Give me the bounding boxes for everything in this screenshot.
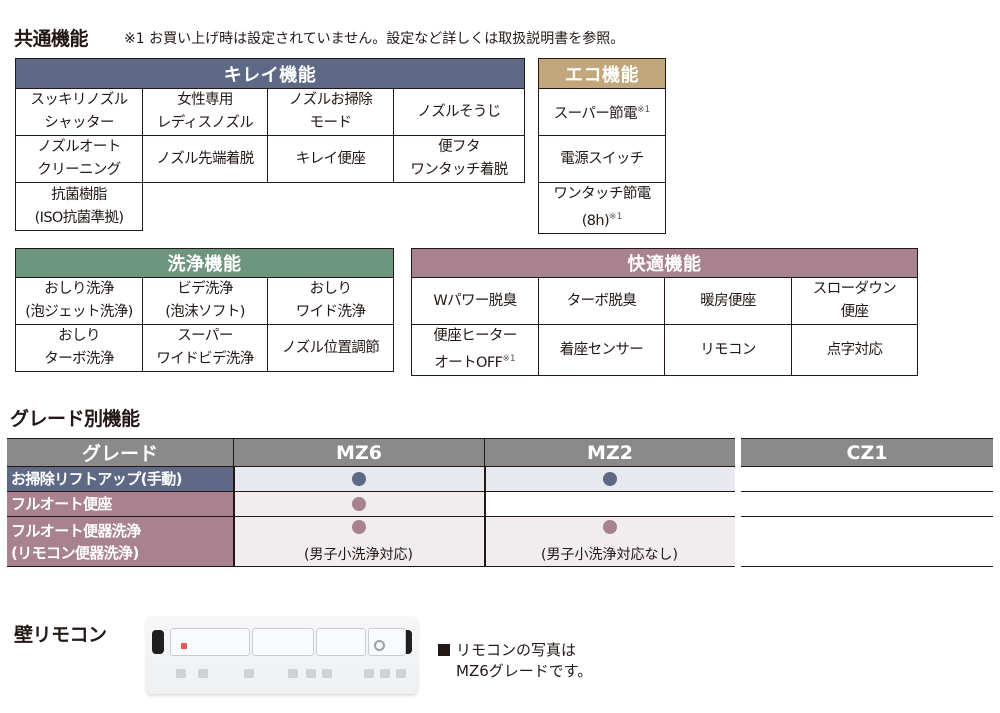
grade-section-title: グレード別機能: [10, 408, 140, 430]
remote-panel-wash: [252, 628, 314, 656]
available-dot-icon: [602, 519, 617, 534]
grade-value-cell: [741, 517, 993, 567]
feature-cell: ワンタッチ節電 (8h)※1: [538, 182, 666, 234]
grade-column-mz2: MZ2: [484, 438, 735, 467]
feature-cell: ターボ脱臭: [538, 277, 665, 325]
available-dot-icon: [351, 472, 366, 486]
grade-row-label: お掃除リフトアップ(手動): [7, 467, 233, 492]
remote-grip-left: [152, 630, 164, 654]
feature-cell: 電源スイッチ: [538, 135, 666, 183]
kaiteki-header: 快適機能: [411, 248, 918, 278]
remote-panel-adjust: [316, 628, 366, 656]
grade-value-cell: [233, 492, 484, 517]
kirei-function-table: キレイ機能 スッキリノズル シャッター 女性専用 レディスノズル ノズルお掃除 …: [15, 58, 525, 231]
grade-value-cell: [233, 467, 484, 492]
remote-caption: リモコンの写真は MZ6グレードです。: [438, 640, 592, 682]
grade-value-cell: [741, 492, 993, 517]
available-dot-icon: [351, 519, 366, 534]
stop-indicator-icon: [181, 643, 187, 649]
feature-cell: ノズル先端着脱: [142, 135, 268, 183]
feature-cell: ノズル位置調節: [267, 324, 394, 372]
common-functions-title: 共通機能: [14, 28, 89, 50]
grade-value-note: (男子小洗浄対応なし): [541, 546, 678, 563]
feature-cell: リモコン: [664, 324, 792, 376]
available-dot-icon: [351, 497, 366, 511]
grade-value-cell: (男子小洗浄対応): [233, 517, 484, 567]
wall-remote-photo: [146, 616, 418, 694]
eco-header: エコ機能: [538, 58, 666, 89]
grade-row-label: フルオート便座: [7, 492, 233, 517]
remote-panel-stop: [170, 628, 250, 656]
kaiteki-function-table: 快適機能 Wパワー脱臭 ターボ脱臭 暖房便座 スローダウン 便座 便座ヒーター …: [411, 248, 918, 376]
footnote: ※1 お買い上げ時は設定されていません。設定など詳しくは取扱説明書を参照。: [124, 31, 625, 47]
grade-header-label: グレード: [7, 438, 233, 467]
grade-column-cz1: CZ1: [741, 438, 993, 467]
feature-cell: 女性専用 レディスノズル: [142, 88, 268, 136]
eco-function-table: エコ機能 スーパー節電※1 電源スイッチ ワンタッチ節電 (8h)※1: [538, 58, 666, 234]
grade-row-label: フルオート便器洗浄 (リモコン便器洗浄): [7, 517, 233, 567]
feature-cell: おしり ワイド洗浄: [267, 277, 394, 325]
grade-column-mz6: MZ6: [233, 438, 484, 467]
feature-cell: おしり洗浄 (泡ジェット洗浄): [15, 277, 143, 325]
feature-cell: キレイ便座: [267, 135, 394, 183]
feature-cell: ノズルそうじ: [393, 88, 525, 136]
feature-cell: スローダウン 便座: [791, 277, 918, 325]
feature-cell: 便フタ ワンタッチ着脱: [393, 135, 525, 183]
feature-cell: ビデ洗浄 (泡沫ソフト): [142, 277, 268, 325]
available-dot-icon: [602, 472, 617, 486]
grade-value-cell: [484, 467, 735, 492]
feature-cell: 着座センサー: [538, 324, 665, 376]
remote-knob-icon: [374, 640, 385, 651]
feature-cell: 点字対応: [791, 324, 918, 376]
senjo-function-table: 洗浄機能 おしり洗浄 (泡ジェット洗浄) ビデ洗浄 (泡沫ソフト) おしり ワイ…: [15, 248, 394, 372]
grade-value-note: (男子小洗浄対応): [304, 546, 413, 563]
feature-cell: ノズルお掃除 モード: [267, 88, 394, 136]
feature-cell: 抗菌樹脂 (ISO抗菌準拠): [15, 182, 143, 231]
feature-cell: スッキリノズル シャッター: [15, 88, 143, 136]
feature-cell: 暖房便座: [664, 277, 792, 325]
senjo-header: 洗浄機能: [15, 248, 394, 278]
feature-cell: おしり ターボ洗浄: [15, 324, 143, 372]
feature-cell: Wパワー脱臭: [411, 277, 539, 325]
kirei-header: キレイ機能: [15, 58, 525, 89]
feature-cell: スーパー節電※1: [538, 88, 666, 136]
feature-cell: スーパー ワイドビデ洗浄: [142, 324, 268, 372]
wall-remote-title: 壁リモコン: [14, 624, 107, 646]
grade-value-cell: (男子小洗浄対応なし): [484, 517, 735, 567]
feature-cell: ノズルオート クリーニング: [15, 135, 143, 183]
grade-value-cell: [484, 492, 735, 517]
feature-cell: 便座ヒーター オートOFF※1: [411, 324, 539, 376]
bullet-square-icon: [438, 644, 450, 656]
grade-value-cell: [741, 467, 993, 492]
